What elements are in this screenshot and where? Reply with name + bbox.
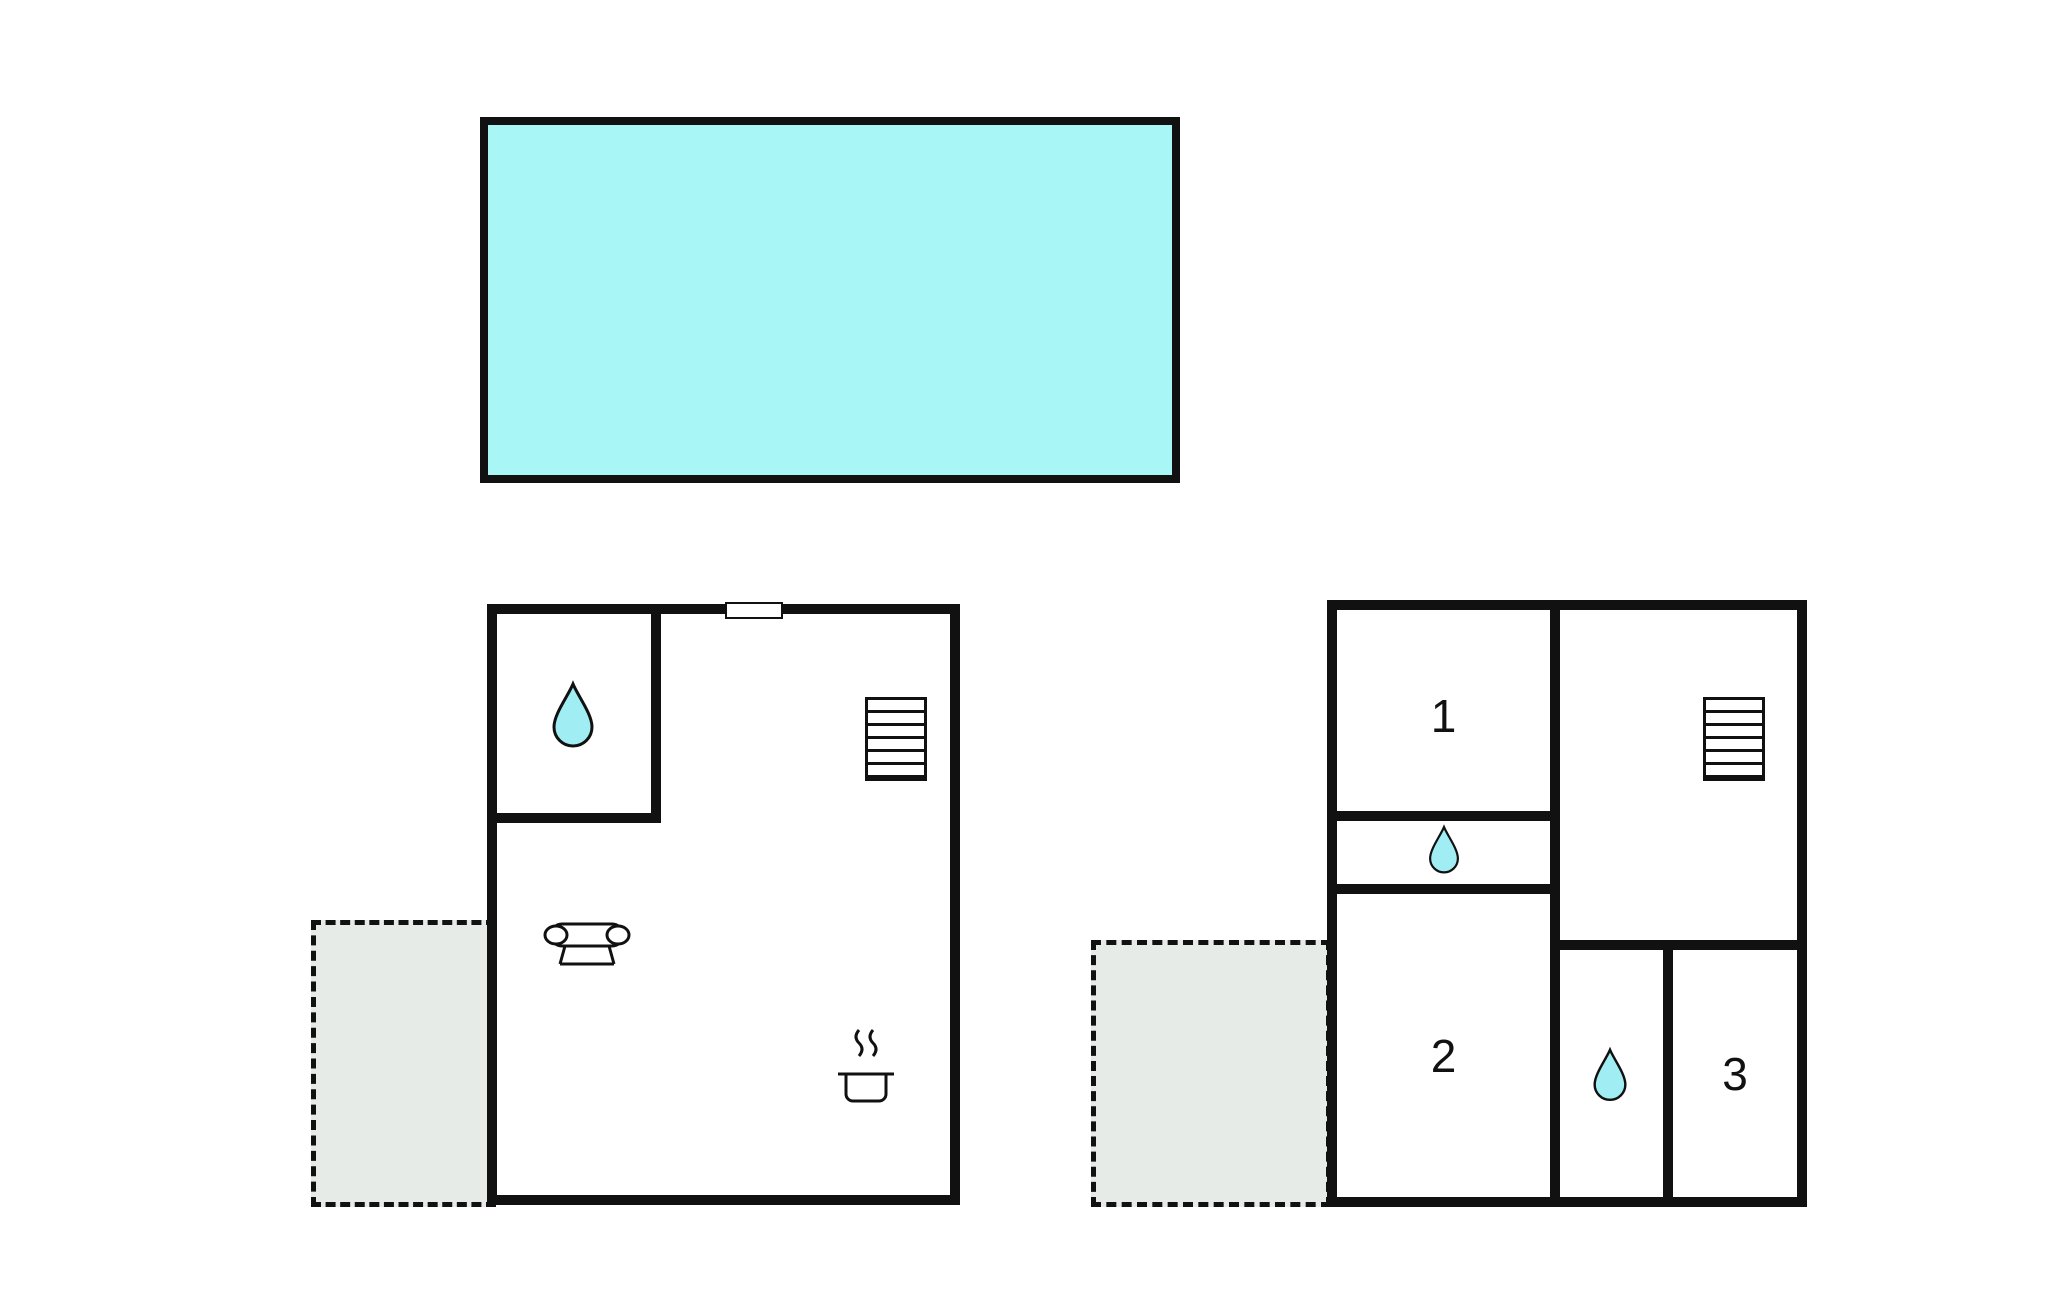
water-drop-icon bbox=[1425, 823, 1463, 875]
room-3-label: 3 bbox=[1722, 1048, 1748, 1100]
swimming-pool bbox=[480, 117, 1180, 483]
sofa-icon bbox=[539, 914, 635, 974]
landing-room3-wall bbox=[1550, 940, 1797, 950]
ground-floor-plan bbox=[487, 602, 960, 1205]
ground-floor-terrace bbox=[311, 920, 496, 1207]
upper-floor-terrace bbox=[1091, 940, 1331, 1207]
stairs-icon bbox=[865, 697, 927, 781]
stairs-icon bbox=[1703, 697, 1765, 781]
upper-floor-plan: 1 2 3 bbox=[1327, 600, 1807, 1207]
interior-wall-vertical-main bbox=[1550, 610, 1560, 1197]
water-drop-icon bbox=[1589, 1045, 1631, 1103]
wc-room3-wall bbox=[1663, 940, 1673, 1197]
room-1-label: 1 bbox=[1430, 690, 1457, 742]
water-drop-icon bbox=[547, 680, 599, 748]
bathroom-wall-horizontal bbox=[497, 813, 661, 823]
wall-opening bbox=[725, 602, 783, 619]
cooking-pot-icon bbox=[833, 1024, 899, 1110]
room-2-label: 2 bbox=[1430, 1030, 1457, 1082]
room1-bathroom-wall bbox=[1337, 811, 1560, 821]
bathroom-wall-vertical bbox=[651, 614, 661, 823]
bathroom-room2-wall bbox=[1337, 884, 1560, 894]
